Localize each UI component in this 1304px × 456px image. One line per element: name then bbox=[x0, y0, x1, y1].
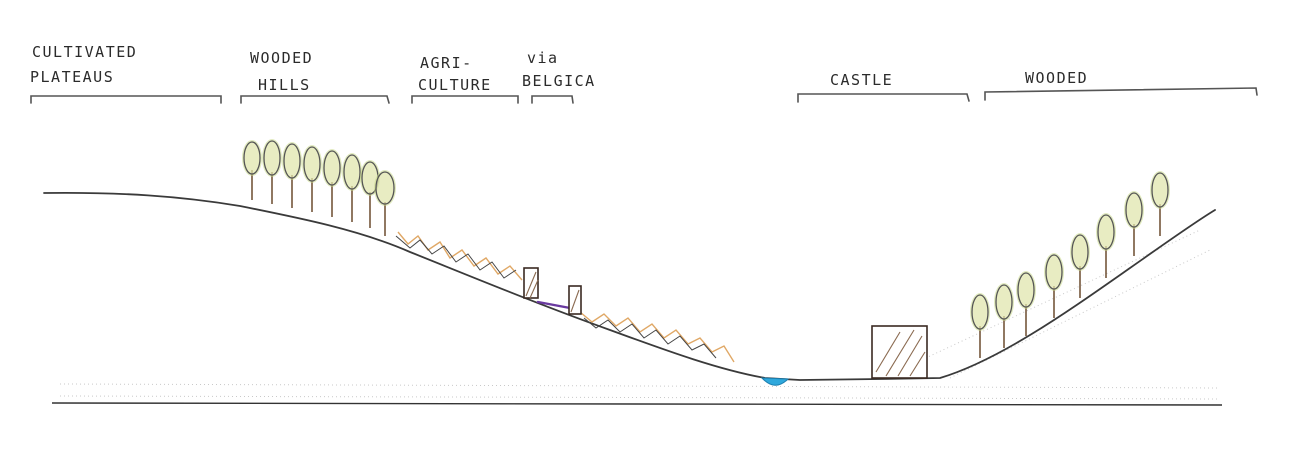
terrain-profile bbox=[43, 191, 1216, 381]
tree bbox=[342, 153, 362, 222]
label-agriculture-line1: AGRI- bbox=[420, 54, 473, 72]
label-wooded-hills-line1: WOODED bbox=[250, 49, 313, 67]
label-via-belgica-line2: BELGICA bbox=[522, 72, 596, 90]
terrain-shading bbox=[59, 229, 1221, 400]
bracket-agriculture bbox=[411, 95, 519, 104]
tree bbox=[322, 149, 342, 217]
bracket-wooded-hills bbox=[240, 95, 390, 104]
tree bbox=[262, 139, 282, 204]
tree bbox=[374, 170, 396, 236]
tree bbox=[242, 140, 262, 200]
zone-brackets bbox=[30, 87, 1258, 104]
zone-labels: CULTIVATED PLATEAUS WOODED HILLS AGRI- C… bbox=[30, 43, 1088, 94]
tree bbox=[994, 283, 1014, 348]
wooded-slope-trees bbox=[970, 171, 1170, 358]
label-cultivated-plateaus-line1: CULTIVATED bbox=[32, 43, 137, 61]
tree bbox=[970, 293, 990, 358]
river bbox=[760, 377, 790, 386]
bracket-castle bbox=[797, 93, 970, 103]
bracket-cultivated-plateaus bbox=[30, 95, 222, 104]
via-belgica bbox=[523, 267, 582, 315]
via-belgica-path bbox=[536, 300, 572, 310]
label-wooded: WOODED bbox=[1025, 69, 1088, 87]
castle-building bbox=[871, 325, 928, 379]
base-line bbox=[51, 402, 1223, 406]
label-wooded-hills-line2: HILLS bbox=[258, 76, 311, 94]
tree bbox=[1016, 271, 1036, 336]
tree bbox=[1044, 253, 1064, 318]
tree bbox=[1070, 233, 1090, 298]
bracket-via-belgica bbox=[531, 95, 574, 104]
label-castle: CASTLE bbox=[830, 71, 893, 89]
tree bbox=[1124, 191, 1144, 256]
label-agriculture-line2: CULTURE bbox=[418, 76, 492, 94]
label-cultivated-plateaus-line2: PLATEAUS bbox=[30, 68, 114, 86]
tree bbox=[1150, 171, 1170, 236]
tree bbox=[282, 142, 302, 208]
label-via-belgica-line1: via bbox=[527, 49, 559, 67]
castle bbox=[871, 325, 928, 379]
bracket-wooded bbox=[984, 87, 1258, 101]
tree bbox=[302, 145, 322, 212]
wooded-hills-trees bbox=[242, 139, 396, 236]
tree bbox=[1096, 213, 1116, 278]
agriculture-fields bbox=[395, 231, 735, 363]
